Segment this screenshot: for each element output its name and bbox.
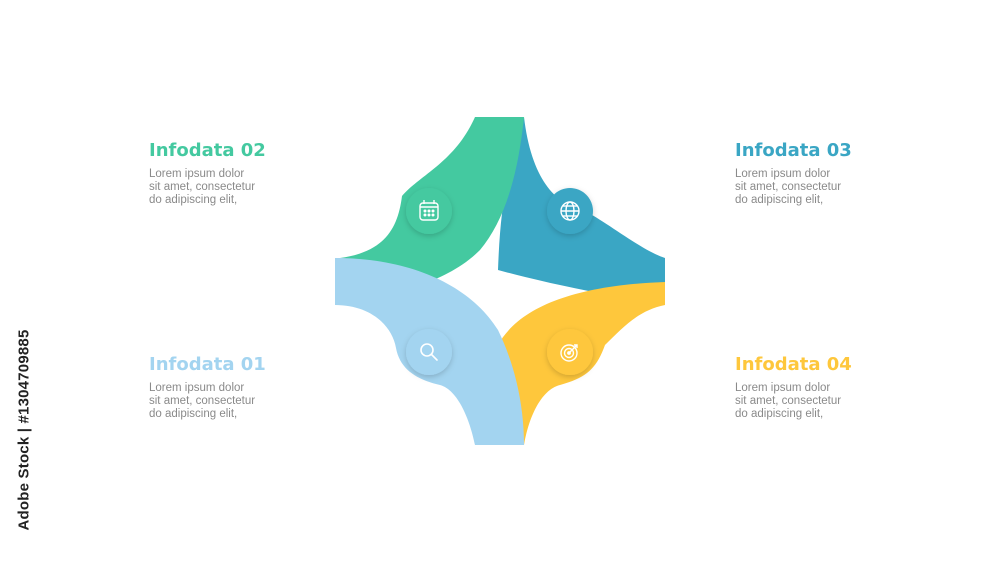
icon-circle-green xyxy=(406,188,452,234)
body-line: Lorem ipsum dolor xyxy=(149,168,245,180)
infodata-03-title: Infodata 03 xyxy=(735,140,852,161)
body-line: Lorem ipsum dolor xyxy=(149,382,245,394)
body-line: sit amet, consectetur xyxy=(735,181,842,193)
infodata-02-title: Infodata 02 xyxy=(149,140,266,161)
target-icon xyxy=(560,344,578,362)
infodata-04-title: Infodata 04 xyxy=(735,354,852,375)
infodata-03-body: Lorem ipsum dolor sit amet, consectetur … xyxy=(735,168,905,207)
infodata-01-block: Infodata 01 Lorem ipsum dolor sit amet, … xyxy=(149,354,319,421)
globe-icon xyxy=(560,201,580,221)
body-line: Lorem ipsum dolor xyxy=(735,382,831,394)
body-line: do adipiscing elit, xyxy=(735,408,824,420)
icon-circle-light-blue xyxy=(406,329,452,375)
body-line: sit amet, consectetur xyxy=(149,181,256,193)
calendar-icon xyxy=(419,200,439,221)
body-line: do adipiscing elit, xyxy=(149,408,238,420)
body-line: sit amet, consectetur xyxy=(735,395,842,407)
body-line: Lorem ipsum dolor xyxy=(735,168,831,180)
infodata-04-body: Lorem ipsum dolor sit amet, consectetur … xyxy=(735,382,905,421)
body-line: do adipiscing elit, xyxy=(149,194,238,206)
infodata-01-title: Infodata 01 xyxy=(149,354,266,375)
infodata-03-block: Infodata 03 Lorem ipsum dolor sit amet, … xyxy=(735,140,905,207)
side-credit-text: Adobe Stock | #1304709885 xyxy=(15,329,33,531)
side-credit: Adobe Stock | #1304709885 xyxy=(2,0,44,563)
infodata-04-block: Infodata 04 Lorem ipsum dolor sit amet, … xyxy=(735,354,905,421)
icon-circle-yellow xyxy=(547,329,593,375)
body-line: sit amet, consectetur xyxy=(149,395,256,407)
infodata-02-block: Infodata 02 Lorem ipsum dolor sit amet, … xyxy=(149,140,319,207)
body-line: do adipiscing elit, xyxy=(735,194,824,206)
magnifier-icon xyxy=(420,343,438,361)
infodata-01-body: Lorem ipsum dolor sit amet, consectetur … xyxy=(149,382,319,421)
icon-circle-teal xyxy=(547,188,593,234)
infodata-02-body: Lorem ipsum dolor sit amet, consectetur … xyxy=(149,168,319,207)
